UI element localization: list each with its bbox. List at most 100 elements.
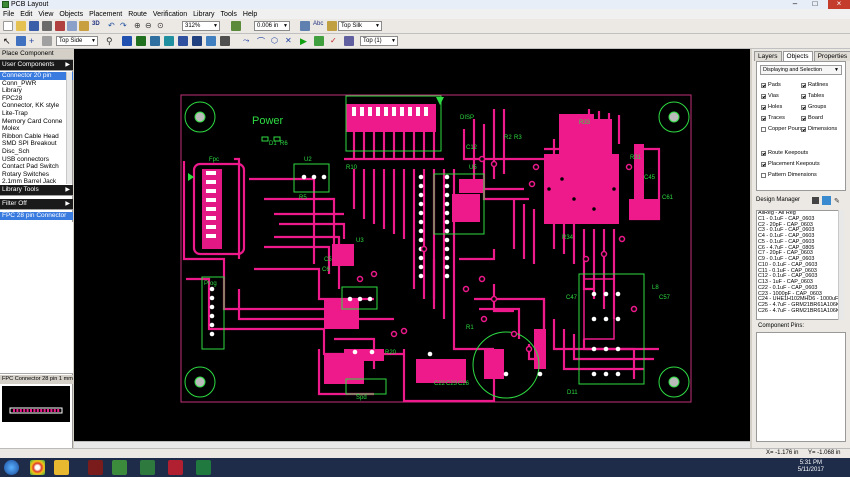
user-components-header[interactable]: User Components▶ <box>0 60 73 71</box>
list-item[interactable]: SMD SPI Breakout <box>2 140 57 148</box>
silk-layer-select[interactable]: Top Silk▼ <box>338 21 382 31</box>
menu-route[interactable]: Route <box>128 10 147 18</box>
list-item[interactable]: C24 - UHE1H102MHD6 - 1000uF <box>758 296 839 303</box>
filter-header[interactable]: Filter Off▶ <box>0 199 73 210</box>
grid-icon[interactable] <box>231 21 241 31</box>
list-item[interactable]: C12 - 0.1uF - CAP_0603 <box>758 273 818 280</box>
refresh-icon[interactable] <box>822 196 831 205</box>
close-button[interactable]: × <box>828 0 850 9</box>
start-button[interactable] <box>4 460 19 475</box>
list-item[interactable]: C4 - 0.1uF - CAP_0603 <box>758 233 815 239</box>
menu-help[interactable]: Help <box>242 10 258 18</box>
pcb-app-icon[interactable] <box>112 460 127 475</box>
run-autoroute-icon[interactable]: ▶ <box>300 36 307 46</box>
menu-objects[interactable]: Objects <box>59 10 84 18</box>
zoom-select[interactable]: 312%▼ <box>182 21 220 31</box>
menu-tools[interactable]: Tools <box>220 10 237 18</box>
list-item[interactable]: AllReg - All Reg <box>758 210 796 216</box>
wrench-icon[interactable]: ✎ <box>834 198 840 205</box>
align-icon[interactable] <box>206 36 216 46</box>
library-tools-header[interactable]: Library Tools▶ <box>0 185 73 196</box>
copy-icon[interactable] <box>67 21 77 31</box>
checkbox-box[interactable] <box>801 104 806 110</box>
list-item[interactable]: FPC28 <box>2 94 23 102</box>
arc-tool-icon[interactable]: ⌒ <box>257 37 265 46</box>
view-3d-button[interactable]: 3D <box>92 21 100 27</box>
checkbox-placement-keepouts[interactable]: Placement Keepouts <box>761 161 820 167</box>
top-layer-select[interactable]: Top (1)▼ <box>360 36 398 46</box>
paste-icon[interactable] <box>79 21 89 31</box>
display-select[interactable]: Displaying and Selection▼ <box>760 65 842 75</box>
tab-objects[interactable]: Objects <box>782 51 813 61</box>
list-item[interactable]: C1 - 0.1uF - CAP_0603 <box>758 215 815 222</box>
pcb-canvas[interactable]: Power D1 R6 Fpc DISP U3 U5 U2 Prog Spd R… <box>74 49 750 447</box>
list-item[interactable]: Lite-Trap <box>2 109 28 117</box>
component-icon[interactable] <box>42 36 52 46</box>
save-icon[interactable] <box>29 21 39 31</box>
undo-icon[interactable]: ↶ <box>108 21 115 30</box>
checkbox-box[interactable] <box>761 172 766 178</box>
zoom-out-icon[interactable]: ⊖ <box>145 21 152 30</box>
list-item[interactable]: C22 - 0.1uF - CAP_0603 <box>758 284 818 291</box>
app-icon-crimson[interactable] <box>168 460 183 475</box>
list-item[interactable]: Molex <box>2 125 20 133</box>
checkbox-vias[interactable]: Vias <box>761 93 779 99</box>
checkbox-box[interactable] <box>761 150 766 156</box>
pointer-icon[interactable]: ↖ <box>3 36 11 46</box>
tab-layers[interactable]: Layers <box>754 51 782 61</box>
menu-placement[interactable]: Placement <box>89 10 123 18</box>
select-box-icon[interactable] <box>16 36 26 46</box>
menu-verification[interactable]: Verification <box>152 10 188 18</box>
list-item[interactable]: C11 - 0.1uF - CAP_0603 <box>758 267 817 274</box>
checkbox-dimensions[interactable]: Dimensions <box>801 126 837 132</box>
polygon-tool-icon[interactable]: ⬡ <box>271 36 278 45</box>
grid-select[interactable]: 0.006 in▼ <box>254 21 290 31</box>
new-file-icon[interactable] <box>3 21 13 31</box>
component-list-scrollbar[interactable] <box>66 72 72 184</box>
list-item[interactable]: Conn_PWR <box>2 79 37 87</box>
checkbox-tables[interactable]: Tables <box>801 93 824 99</box>
drc-icon[interactable] <box>314 36 324 46</box>
list-item[interactable]: C5 - 0.1uF - CAP_0603 <box>758 238 815 245</box>
list-item[interactable]: Connector, KK style <box>2 102 60 110</box>
checkbox-box[interactable] <box>801 82 806 88</box>
menu-view[interactable]: View <box>38 10 54 18</box>
list-item[interactable]: Contact Pad Switch <box>2 163 59 171</box>
app-icon-red[interactable] <box>88 460 103 475</box>
tab-properties[interactable]: Properties <box>813 51 850 61</box>
list-item[interactable]: Connector 20 pin <box>0 72 73 80</box>
canvas-hscroll[interactable] <box>74 441 750 448</box>
list-item[interactable]: C6 - 4.7uF - CAP_0805 <box>758 244 815 251</box>
cut-icon[interactable] <box>55 21 65 31</box>
side-select[interactable]: Top Side▼ <box>56 36 98 46</box>
list-item[interactable]: Rotary Switches <box>2 170 49 178</box>
menu-edit[interactable]: Edit <box>20 10 33 18</box>
checkbox-pattern-dimensions[interactable]: Pattern Dimensions <box>761 172 817 178</box>
pad-icon[interactable] <box>150 36 160 46</box>
excel-icon[interactable] <box>196 460 211 475</box>
checkbox-box[interactable] <box>761 104 766 110</box>
checkbox-groups[interactable]: Groups <box>801 104 826 110</box>
checkbox-traces[interactable]: Traces <box>761 115 785 121</box>
list-item[interactable]: C2 - 20pF - CAP_0603 <box>758 221 813 228</box>
checkbox-box[interactable] <box>761 93 766 99</box>
redo-icon[interactable]: ↷ <box>120 21 127 30</box>
list-item[interactable]: C13 - 1uF - CAP_0603 <box>758 279 813 285</box>
measure-icon[interactable] <box>300 21 310 31</box>
group-icon[interactable] <box>220 36 230 46</box>
folder-icon[interactable] <box>54 460 69 475</box>
pour-icon[interactable] <box>164 36 174 46</box>
checkbox-board[interactable]: Board <box>801 115 823 121</box>
list-item[interactable]: 2.1mm Barrel Jack <box>2 178 57 186</box>
design-manager-icon[interactable] <box>812 197 819 204</box>
binoculars-icon[interactable]: ⚲ <box>106 36 113 46</box>
print-icon[interactable] <box>42 21 52 31</box>
flip-icon[interactable] <box>192 36 202 46</box>
list-item[interactable]: C7 - 20pF - CAP_0603 <box>758 250 813 257</box>
zoom-fit-icon[interactable]: ⊙ <box>157 21 164 30</box>
list-item[interactable]: C23 - 1000pF - CAP_0603 <box>758 290 822 297</box>
list-item[interactable]: Library <box>2 87 22 95</box>
checkbox-box[interactable] <box>801 115 806 121</box>
text-tool-icon[interactable]: Abc <box>313 21 324 27</box>
pcb-board-view[interactable]: Power D1 R6 Fpc DISP U3 U5 U2 Prog Spd R… <box>74 49 750 441</box>
